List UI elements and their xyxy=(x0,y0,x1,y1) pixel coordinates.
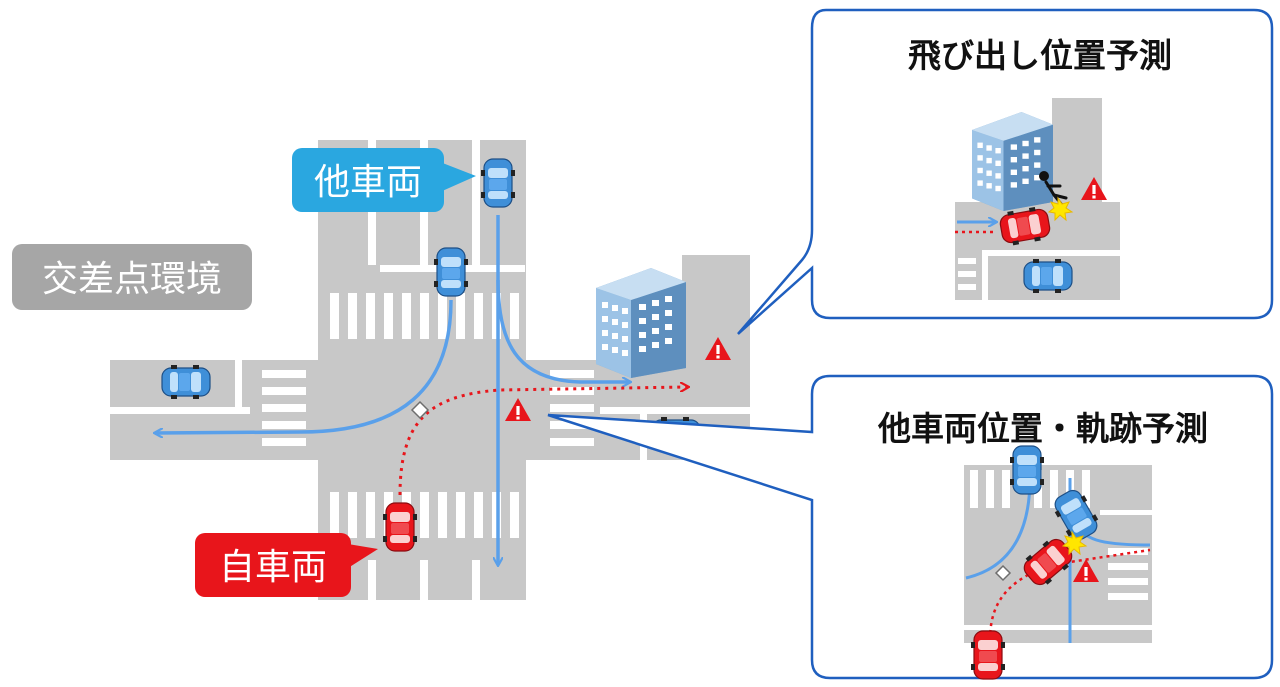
other-vehicle-car-2 xyxy=(433,247,469,297)
blue-car-callout xyxy=(1023,258,1073,294)
diamond-marker-icon-callout xyxy=(994,564,1012,582)
ego-vehicle-car-callout-bottom xyxy=(970,630,1006,680)
other-vehicle-label-text: 他車両 xyxy=(314,162,422,203)
collision-icon xyxy=(1047,196,1074,222)
ego-vehicle-car xyxy=(382,502,418,552)
collision-icon-callout xyxy=(1061,530,1088,556)
ego-vehicle-label-text: 自車両 xyxy=(219,547,327,588)
other-vehicle-left-turn-path xyxy=(155,299,453,433)
dart-out-scene xyxy=(955,98,1120,300)
building-icon xyxy=(596,268,686,378)
callout-dart-out: 飛び出し位置予測 xyxy=(737,8,1274,335)
other-vehicle-car xyxy=(480,158,516,208)
environment-label: 交差点環境 xyxy=(12,244,252,310)
left-road-car xyxy=(161,364,211,400)
callout-trajectory-title: 他車両位置・軌跡予測 xyxy=(877,409,1208,448)
other-vehicle-label: 他車両 xyxy=(292,148,476,212)
callout-dart-out-title: 飛び出し位置予測 xyxy=(908,36,1172,75)
blue-car-top-callout xyxy=(1009,445,1045,495)
other-vehicle-right-turn-path xyxy=(496,279,630,382)
diamond-marker-icon xyxy=(410,400,430,420)
building-icon-callout xyxy=(972,112,1053,211)
trajectory-scene xyxy=(964,445,1152,680)
ego-vehicle-label: 自車両 xyxy=(195,533,378,597)
ego-vehicle-path xyxy=(398,387,688,496)
environment-label-text: 交差点環境 xyxy=(42,259,222,300)
callout-trajectory: 他車両位置・軌跡予測 xyxy=(547,374,1274,680)
